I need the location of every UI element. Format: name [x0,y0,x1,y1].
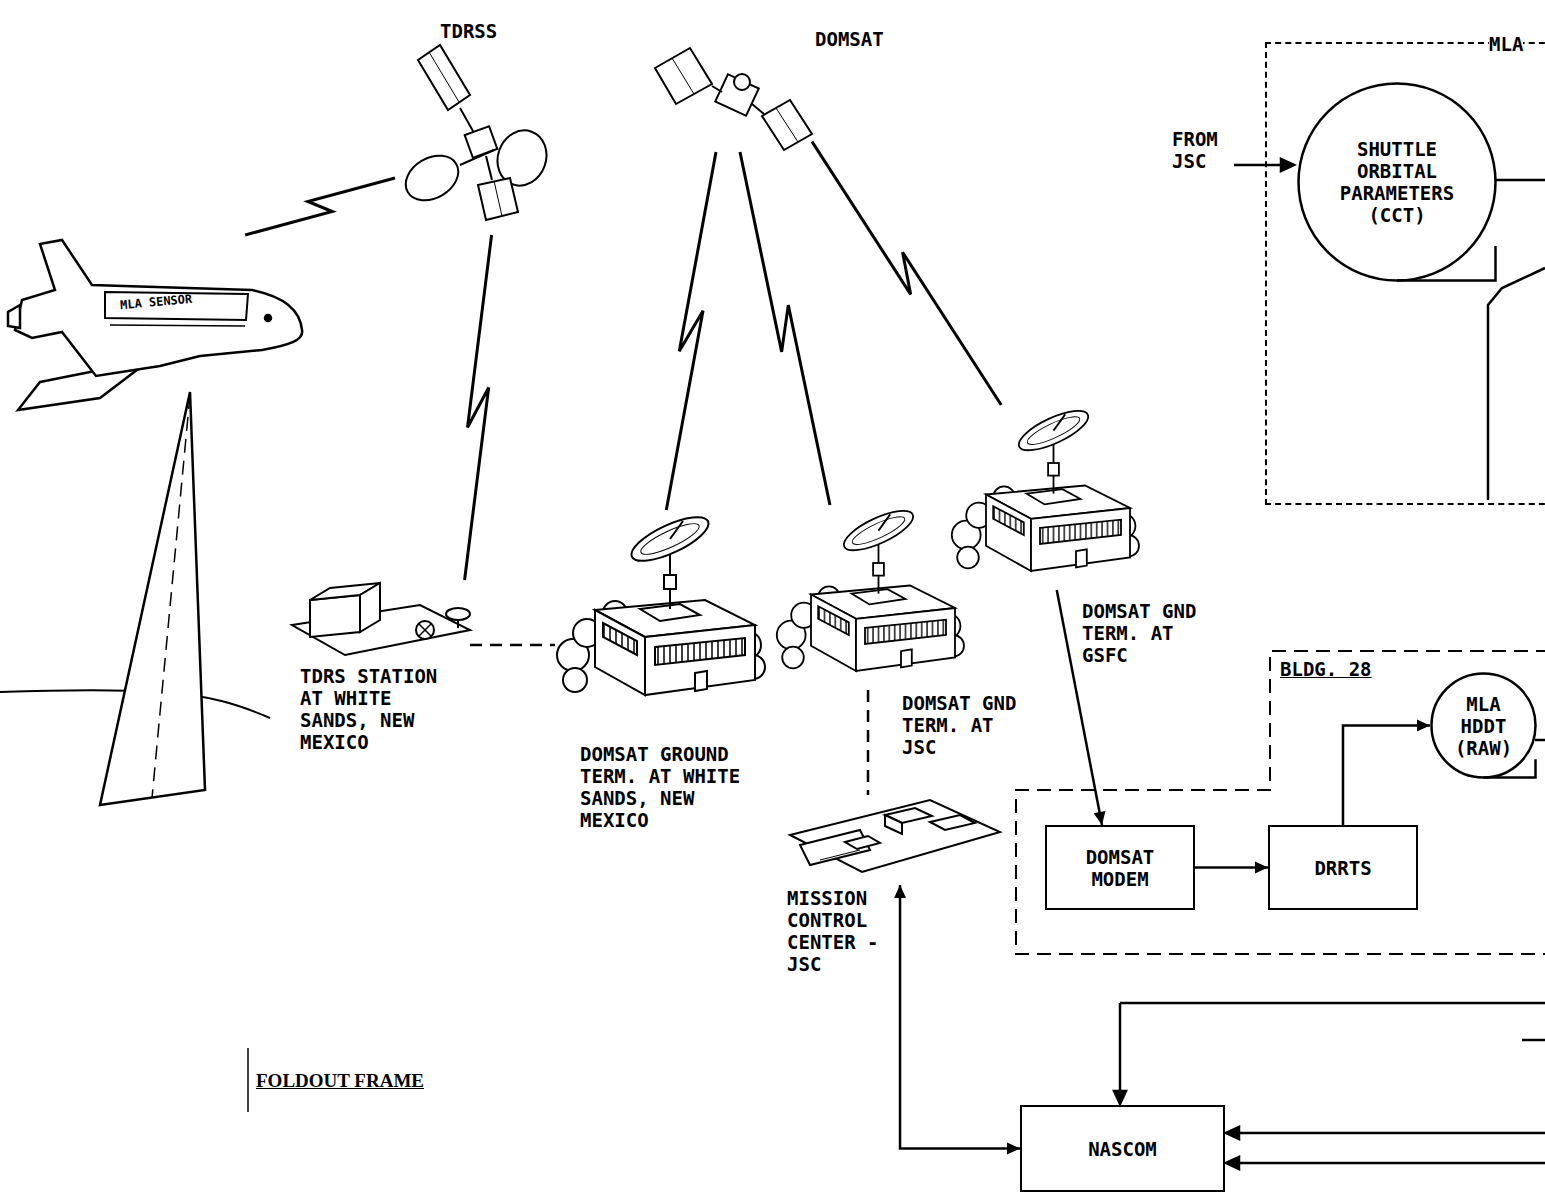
process-box: NASCOM [1020,1105,1225,1192]
connector [812,142,1001,405]
node-label: SHUTTLE ORBITAL PARAMETERS (CCT) [1327,138,1467,226]
tape-reel: SHUTTLE ORBITAL PARAMETERS (CCT) [1297,82,1497,282]
sensor-beam [100,392,205,805]
station: TDRS STATION AT WHITE SANDS, NEW MEXICO [290,580,470,650]
connector [740,152,830,505]
arrowhead [1094,811,1106,825]
ground-terminal: DOMSAT GND TERM. AT JSC [780,505,965,690]
link-line [900,885,1020,1149]
node-label: NASCOM [1088,1138,1157,1160]
region: MLASHUTTLE ORBITAL PARAMETERS (CCT) [1265,42,1545,505]
radio-link [666,152,716,510]
process-box: DOMSAT MODEM [1045,825,1195,910]
shuttle: MLA SENSOR [15,235,310,410]
node-label: MLA [1489,33,1523,55]
tdrs-station [292,583,470,655]
link-line [470,644,555,647]
tape-reel: MLA HDDT (RAW) [1430,672,1537,779]
node-label: DRRTS [1314,857,1371,879]
annotation: FOLDOUT FRAME [256,1070,424,1092]
satellite: TDRSS [395,45,535,235]
tdrs-satellite [398,45,554,220]
connector [894,885,1020,1155]
space-shuttle [8,240,302,410]
node-label: DOMSAT GROUND TERM. AT WHITE SANDS, NEW … [580,743,765,831]
connector [666,152,716,510]
reel-tail [1484,759,1536,777]
radio-link [465,235,492,580]
reel-tail [1397,246,1496,280]
node-label: TDRSS [440,20,497,42]
radio-link [740,152,830,505]
node-label: DOMSAT GND TERM. AT JSC [902,692,1032,758]
node-label: MISSION CONTROL CENTER - JSC [787,887,893,975]
radio-link [245,178,395,235]
region: BLDG. 28 MLA HDDT (RAW) DOMSAT MODEM DRRTS [1015,650,1545,955]
connector [867,690,868,795]
link-line [1343,726,1430,826]
ground-terminal: DOMSAT GROUND TERM. AT WHITE SANDS, NEW … [555,510,765,700]
link-line [867,690,870,795]
arrowhead [1417,720,1430,732]
mla-flow-lines [248,159,1545,1169]
annotation: FROM JSC [1172,128,1234,172]
beam-axis [152,395,190,798]
mission-control-building [790,800,1000,872]
node-label: DOMSAT GND TERM. AT GSFC [1082,600,1212,666]
radio-link [812,142,1001,405]
reel-circle [1432,674,1536,778]
reel-circle [1299,84,1496,281]
satellite: DOMSAT [652,48,812,152]
node-label: MLA SENSOR [120,292,193,312]
arrowhead [1255,862,1268,874]
node-label: MLA HDDT (RAW) [1449,693,1519,759]
process-box: DRRTS [1268,825,1418,910]
connector [465,235,492,580]
connector [245,178,395,235]
connector [1343,720,1430,826]
connector [1195,862,1268,874]
arrowhead [894,885,906,898]
dashed-boundary [1016,651,1545,954]
connector [470,644,555,645]
domsat-satellite [655,48,812,150]
ground-terminal: DOMSAT GND TERM. AT GSFC [955,405,1140,590]
node-label: DOMSAT [815,28,884,50]
node-label: BLDG. 28 [1280,658,1372,680]
arrowhead [1007,1143,1020,1155]
control-center: MISSION CONTROL CENTER - JSC [785,795,1000,885]
node-label: TDRS STATION AT WHITE SANDS, NEW MEXICO [300,665,440,753]
node-label: DOMSAT MODEM [1070,846,1170,890]
